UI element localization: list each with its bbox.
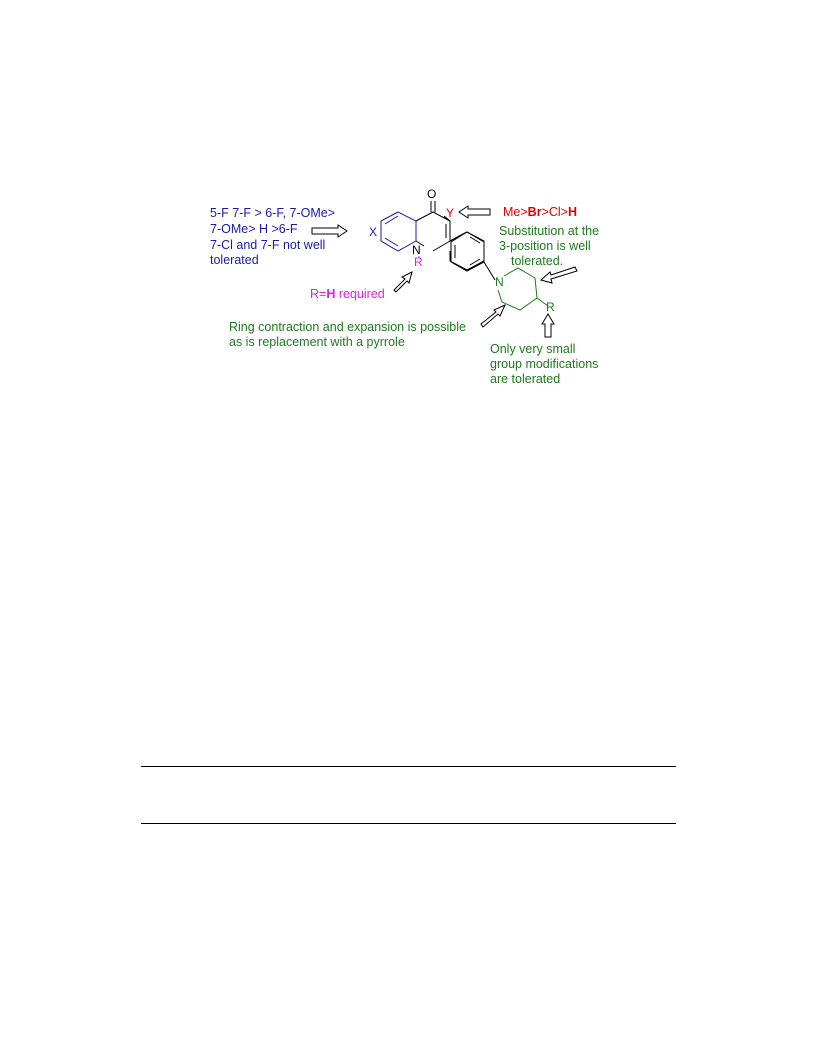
sub3-annotation-line1: Substitution at the [499,224,600,238]
piperidine-bonds [497,267,549,311]
y-annotation-prefix: Me> [503,205,528,219]
nr-annotation-h: H [326,287,336,301]
ring-annotation-line1: Ring contraction and expansion is possib… [229,320,466,334]
y-arrow [458,205,491,219]
quinolone-nitrogen: N [412,243,421,257]
nr-annotation-prefix: R= [310,287,327,301]
phenyl-ring-body [450,231,485,272]
benzo-ring-inner [384,215,399,247]
nr-annotation: R=H required [310,287,385,302]
y-annotation: Me>Br>Cl>H [503,205,577,220]
piperidine-r-substituent: R [546,300,555,314]
carbonyl-bond [430,201,436,212]
sub3-annotation-line3: tolerated. [511,254,564,268]
small-group-annotation-line2: group modifications [490,357,599,371]
oxygen-atom: O [427,187,437,201]
benzo-annotation-line2: 7-OMe> H >6-F [210,222,298,236]
x-substituent: X [369,225,378,239]
y-substituent: Y [446,206,455,220]
small-group-annotation-line3: are tolerated [490,372,561,386]
nr-arrow [393,271,413,293]
table-rule-bottom [141,823,676,824]
y-annotation-mid: >Cl> [541,205,568,219]
small-group-annotation-line1: Only very small [490,342,576,356]
quinolone-core-bonds [380,201,496,281]
sub3-arrow [539,266,578,284]
benzo-annotation-line1: 5-F 7-F > 6-F, 7-OMe> [210,206,336,220]
ring-annotation-line2: as is replacement with a pyrrole [229,335,405,349]
benzo-ring [380,211,417,252]
y-annotation-br: Br [527,205,542,219]
y-annotation-h: H [567,205,578,219]
piperidine-nitrogen: N [495,275,504,289]
y-bond-2 [443,216,451,222]
sub3-annotation-line2: 3-position is well [499,239,591,253]
phenyl-inner [454,236,481,266]
benzo-annotation-line3: 7-Cl and 7-F not well [210,238,326,252]
n-r-substituent: R [414,255,423,269]
table-rule-top [141,766,676,767]
piperidine-ring [497,267,538,311]
piperidine-r-bond [536,297,549,307]
ring-arrow [480,303,507,328]
benzo-arrow [311,224,348,238]
benzo-annotation-line4: tolerated [210,253,259,267]
arrows [311,205,578,338]
nr-annotation-suffix: required [335,287,385,301]
phenyl-n-bond [483,261,496,281]
small-arrow [541,313,555,338]
